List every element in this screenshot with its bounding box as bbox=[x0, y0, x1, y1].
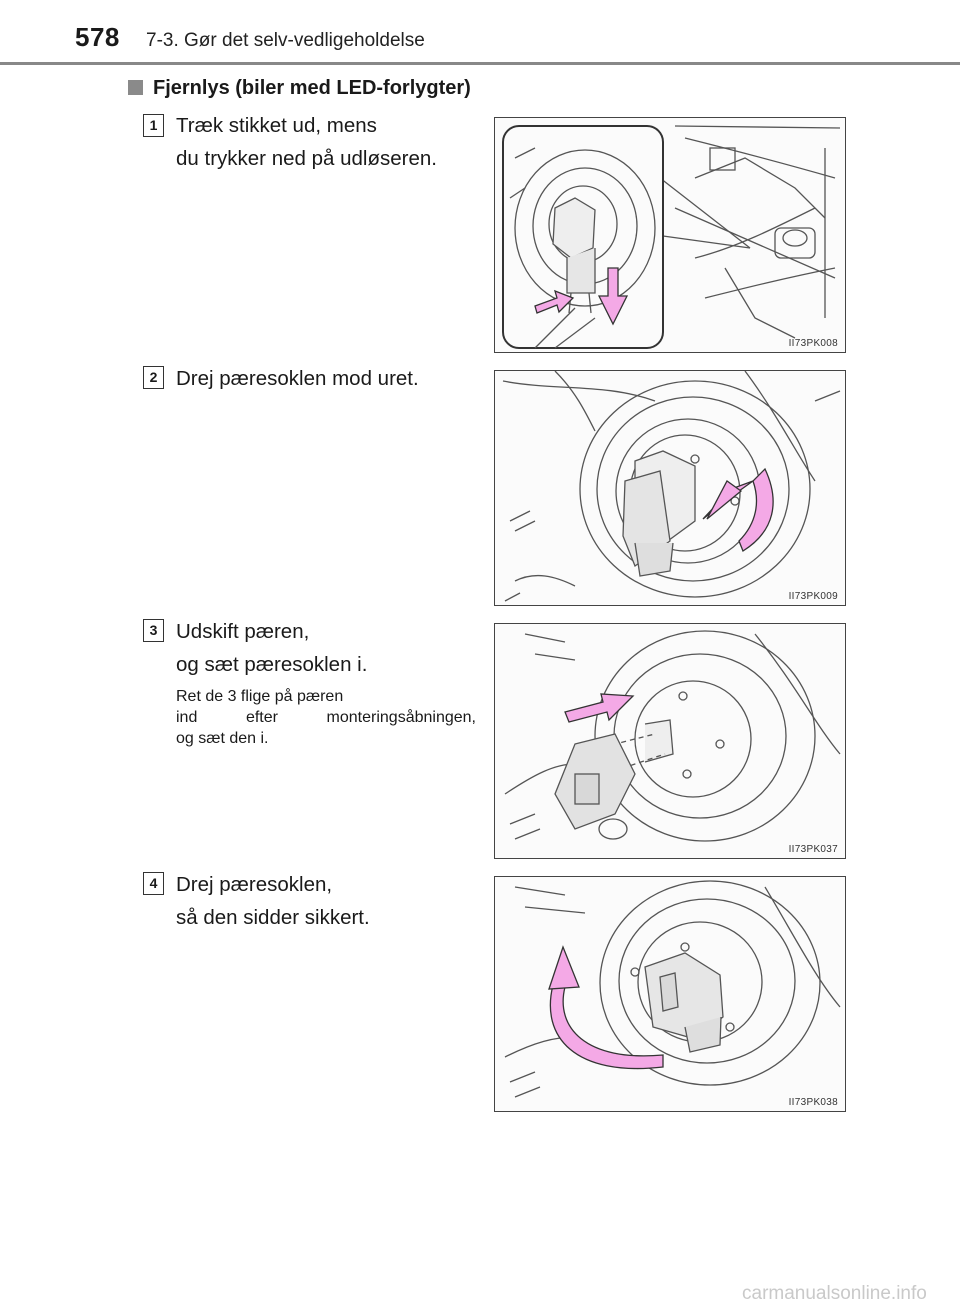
step-3-text: Udskift pæren, og sæt pæresoklen i. bbox=[176, 615, 367, 681]
illustration-rotate-socket-ccw: II73PK009 bbox=[494, 370, 846, 606]
illustration-insert-bulb: II73PK037 bbox=[494, 623, 846, 859]
step-1-line-2: du trykker ned på udløseren. bbox=[176, 147, 437, 170]
step-4-text: Drej pæresoklen, så den sidder sikkert. bbox=[176, 868, 370, 934]
header-rule bbox=[0, 62, 960, 65]
chapter-title: 7-3. Gør det selv-vedligeholdelse bbox=[146, 30, 425, 51]
socket-cw-illustration bbox=[504, 880, 841, 1098]
step-1-badge: 1 bbox=[143, 114, 164, 137]
step-3-line-2: og sæt pæresoklen i. bbox=[176, 653, 368, 676]
step-1-text: Træk stikket ud, mens du trykker ned på … bbox=[176, 109, 437, 175]
step-4-line-1: Drej pæresoklen, bbox=[176, 873, 333, 896]
illustration-code: II73PK037 bbox=[788, 844, 838, 855]
step-3-note: Ret de 3 flige på pæren ind efter monter… bbox=[176, 686, 476, 749]
step-3-line-1: Udskift pæren, bbox=[176, 620, 310, 643]
page-number: 578 bbox=[75, 22, 120, 52]
connector-release-illustration bbox=[502, 125, 841, 349]
step-3-note-line-2: ind efter monteringsåbningen, bbox=[176, 709, 476, 726]
illustration-unplug-connector: II73PK008 bbox=[494, 117, 846, 353]
step-2-text: Drej pæresoklen mod uret. bbox=[176, 362, 419, 395]
step-3-badge: 3 bbox=[143, 619, 164, 642]
step-3-note-line-3: og sæt den i. bbox=[176, 730, 269, 747]
illustration-code: II73PK008 bbox=[788, 338, 838, 349]
square-bullet-icon bbox=[128, 80, 143, 95]
step-2-line-1: Drej pæresoklen mod uret. bbox=[176, 367, 419, 390]
step-1-line-1: Træk stikket ud, mens bbox=[176, 114, 377, 137]
illustration-code: II73PK038 bbox=[788, 1097, 838, 1108]
step-4-badge: 4 bbox=[143, 872, 164, 895]
section-heading: Fjernlys (biler med LED-forlygter) bbox=[128, 77, 471, 100]
section-heading-text: Fjernlys (biler med LED-forlygter) bbox=[153, 77, 471, 99]
insert-bulb-illustration bbox=[504, 630, 841, 842]
step-2-badge: 2 bbox=[143, 366, 164, 389]
step-3-note-line-1: Ret de 3 flige på pæren bbox=[176, 688, 344, 705]
socket-ccw-illustration bbox=[502, 371, 841, 602]
illustration-code: II73PK009 bbox=[788, 591, 838, 602]
watermark: carmanualsonline.info bbox=[742, 1283, 927, 1304]
step-4-line-2: så den sidder sikkert. bbox=[176, 906, 370, 929]
illustration-rotate-socket-cw: II73PK038 bbox=[494, 876, 846, 1112]
